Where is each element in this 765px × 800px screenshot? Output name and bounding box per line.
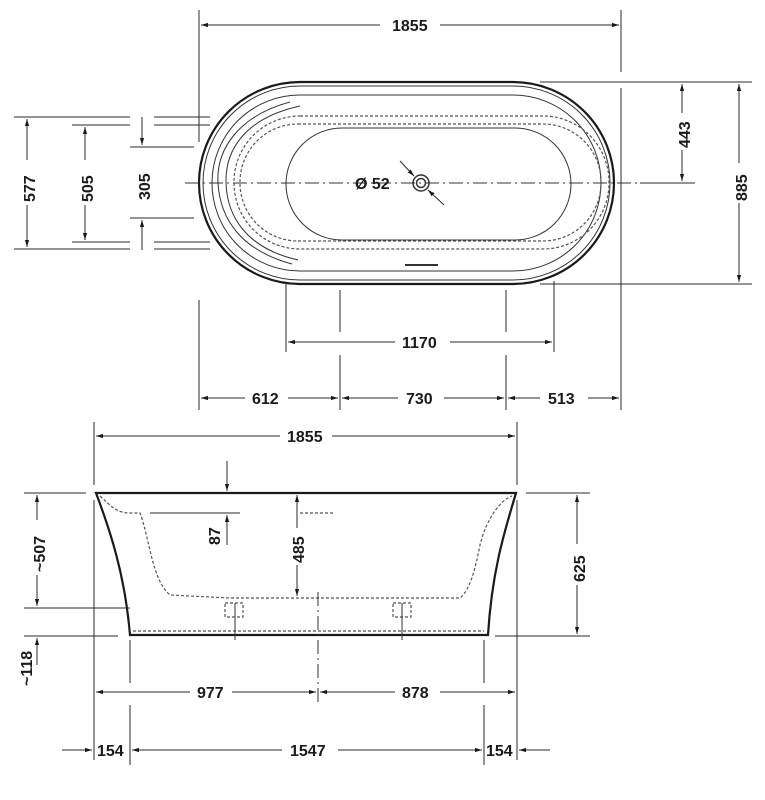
foot-right [392,602,412,640]
overhang-left-label: 154 [97,743,124,760]
foot-left [224,602,244,640]
overhang-right-label: 154 [486,743,513,760]
segment-middle-label: 730 [406,391,433,408]
side-length-label: 1855 [287,429,323,446]
drain-left-label: 977 [197,685,224,702]
drain-icon [399,160,445,206]
segment-right-label: 513 [548,391,575,408]
tub-basin [285,127,572,241]
side-view: 1855 87 485 ~507 [19,422,590,765]
top-view: Ø 52 1855 443 885 577 505 [14,10,752,410]
base-length-label: 1170 [402,335,437,352]
rim-offset-label: 87 [207,527,224,545]
plinth-length-label: 1547 [290,743,326,760]
plinth-height-label: ~118 [19,651,36,686]
segment-left-label: 612 [252,391,279,408]
width-505-label: 505 [80,175,97,202]
drain-right-label: 878 [402,685,429,702]
width-305-label: 305 [137,173,154,200]
half-width-label: 443 [677,121,694,148]
width-577-label: 577 [22,175,39,202]
top-length-label: 1855 [392,18,428,35]
inner-depth-label: 485 [291,536,308,563]
tub-side-profile [94,491,518,637]
top-width-label: 885 [734,174,751,201]
drain-diameter-label: Ø 52 [355,176,390,193]
head-height-label: ~507 [32,536,49,572]
overall-height-label: 625 [572,555,589,582]
